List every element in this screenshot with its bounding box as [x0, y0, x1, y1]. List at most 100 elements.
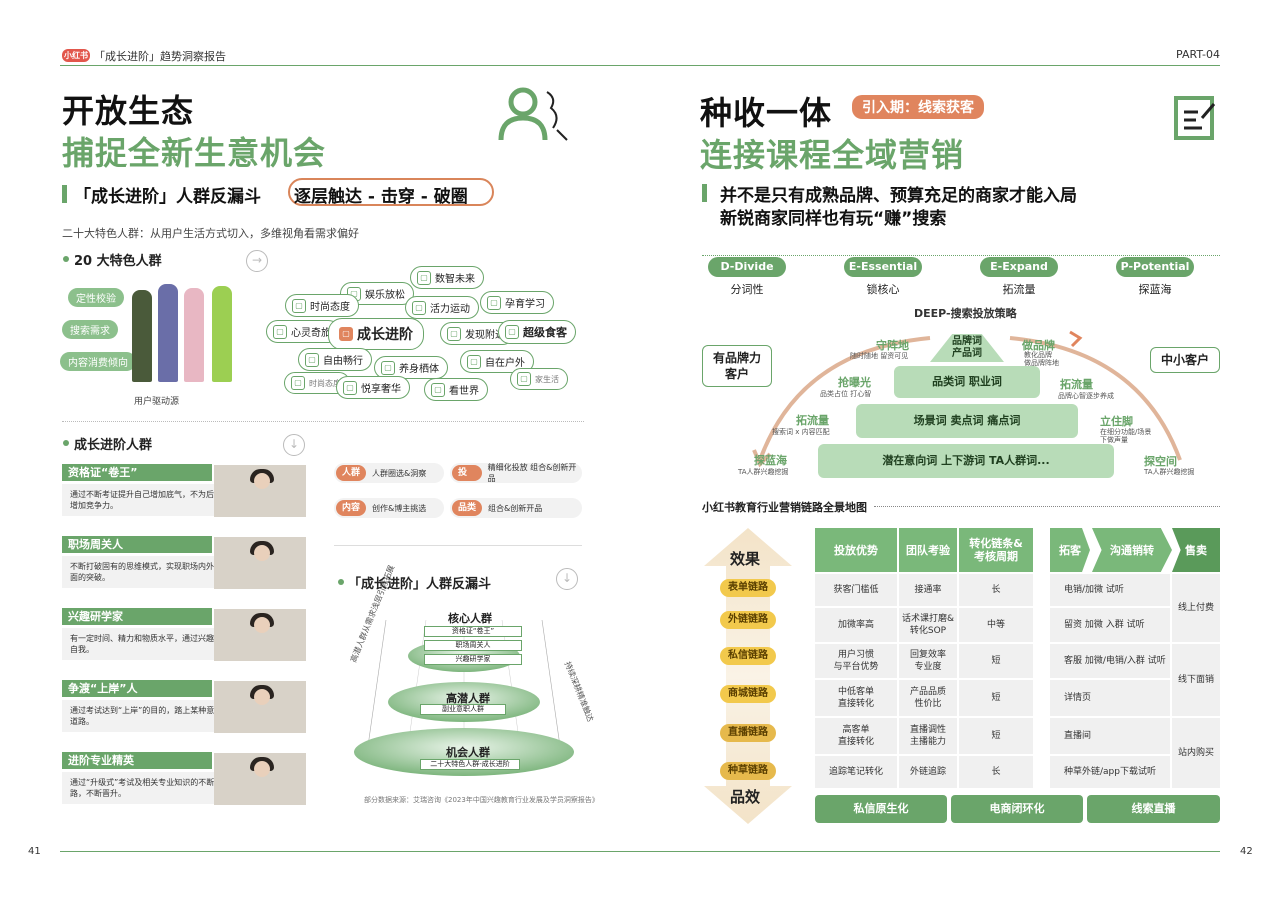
deep-e1-desc: 锁核心: [866, 283, 900, 296]
left-desc: 二十大特色人群：从用户生活方式切入，多维视角看需求偏好: [62, 227, 359, 240]
chip-icon: ▢: [339, 327, 353, 341]
left-title-2: 捕捉全新生意机会: [62, 134, 327, 172]
chip: ▢自在户外: [460, 350, 534, 373]
table-cell: 话术课打磨& 转化SOP: [899, 608, 957, 642]
map-title: 小红书教育行业营销链路全景地图: [702, 501, 867, 514]
arc-sub: TA人群兴趣挖掘: [738, 468, 789, 476]
footer-divider: [60, 851, 1220, 852]
right-title-2: 连接课程全域营销: [700, 136, 965, 174]
effect-arrow: [704, 528, 792, 824]
chip: ▢家生活: [510, 368, 568, 390]
bullet: [63, 440, 69, 446]
persona-photo: [214, 537, 306, 589]
arc-sub: 教化品牌 做品牌阵地: [1024, 351, 1059, 367]
chip-icon: ▢: [412, 300, 426, 315]
arc-sub: 随时随地 留资可见: [850, 352, 909, 360]
table-cell: 获客门槛低: [815, 574, 897, 606]
section-20-groups: 20 大特色人群: [74, 254, 162, 269]
tag-row: 人群人群圈选&洞察: [334, 463, 444, 483]
table-cell: 长: [959, 756, 1033, 788]
pill-search: 搜索需求: [62, 320, 118, 339]
funnel-core-item: 职场周关人: [424, 640, 522, 651]
funnel-core-item: 资格证“卷王”: [424, 626, 522, 637]
chip: ▢时尚态度: [285, 294, 359, 317]
bottom-pill: 私信原生化: [815, 795, 947, 823]
report-title: 「成长进阶」趋势洞察报告: [94, 50, 226, 63]
card-title: 资格证“卷王”: [62, 464, 212, 481]
part-label: PART-04: [1176, 48, 1220, 61]
link-pill: 种草链路: [720, 762, 776, 780]
link-pill: 私信链路: [720, 647, 776, 665]
table-cell: 中低客单 直接转化: [815, 680, 897, 716]
left-subtitle-a: 「成长进阶」人群反漏斗: [74, 187, 261, 207]
dotted-divider: [62, 421, 584, 422]
funnel-core: 核心人群: [448, 612, 492, 625]
chip-icon: ▢: [517, 372, 531, 386]
funnel-opportunity-item: 二十大特色人群-成长进阶: [420, 759, 520, 770]
box-brand-client: 有品牌力 客户: [702, 345, 772, 387]
arc-sub: 品牌心智逐步养成: [1058, 392, 1114, 400]
deep-e2-desc: 拓流量: [1002, 283, 1036, 296]
table-cell: 短: [959, 680, 1033, 716]
table-cell: 直播调性 主播能力: [899, 718, 957, 754]
flow-header: 沟通销转: [1092, 528, 1172, 572]
chip-icon: ▢: [343, 380, 357, 395]
left-title-1: 开放生态: [62, 92, 195, 130]
page-number-left: 41: [28, 846, 41, 857]
table-cell: 短: [959, 718, 1033, 754]
deep-d-desc: 分词性: [730, 283, 764, 296]
link-pill: 商城链路: [720, 685, 776, 703]
arc-sub: TA人群兴趣挖掘: [1144, 468, 1195, 476]
subtitle-bar: [702, 184, 707, 202]
chip-icon: ▢: [505, 325, 519, 339]
table-cell: 中等: [959, 608, 1033, 642]
bottom-pill: 线索直播: [1087, 795, 1220, 823]
card-title: 争渡“上岸”人: [62, 680, 212, 697]
sell-cell: 线下面销: [1172, 644, 1220, 716]
persona-photo: [214, 681, 306, 733]
chip: ▢看世界: [424, 378, 488, 401]
card-title: 兴趣研学家: [62, 608, 212, 625]
chip-icon: ▢: [305, 352, 319, 367]
deep-e1: E-Essential: [844, 257, 922, 277]
funnel-opportunity: 机会人群: [446, 746, 490, 759]
deep-p-desc: 探蓝海: [1138, 283, 1172, 296]
chip-icon: ▢: [431, 382, 445, 397]
flow-cell: 详情页: [1050, 680, 1170, 716]
left-subtitle-b: 逐层触达 - 击穿 - 破圈: [294, 187, 468, 207]
deep-d: D-Divide: [708, 257, 786, 277]
flow-header: 售卖: [1172, 528, 1220, 572]
section-growth-groups: 成长进阶人群: [74, 438, 153, 453]
flow-header: 拓客: [1050, 528, 1090, 572]
right-sub-1: 并不是只有成熟品牌、预算充足的商家才能入局: [720, 186, 1077, 206]
table-cell: 外链追踪: [899, 756, 957, 788]
table-cell: 接通率: [899, 574, 957, 606]
chip: ▢孕育学习: [480, 291, 554, 314]
arc-sub: 品类占位 打心智: [820, 390, 872, 398]
pyramid-level-4: 潜在意向词 上下游词 TA人群词...: [818, 444, 1114, 478]
tag-row: 内容创作&博主挑选: [334, 498, 444, 518]
chip: ▢活力运动: [405, 296, 479, 319]
persona-photo: [214, 609, 306, 661]
tag-row: 投放精细化投放 组合&创新开品: [450, 463, 582, 494]
flow-cell: 留资 加微 入群 试听: [1050, 608, 1170, 642]
sell-cell: 线上付费: [1172, 574, 1220, 642]
page-number-right: 42: [1240, 846, 1253, 857]
deep-p: P-Potential: [1116, 257, 1194, 277]
people-photo: [128, 280, 248, 388]
arrow-down-icon: ↓: [283, 434, 305, 456]
arc-graphic: [740, 330, 1200, 480]
map-dotted-line: [874, 506, 1220, 507]
persona-photo: [214, 465, 306, 517]
note-icon: [1172, 94, 1220, 146]
funnel-potential: 高潜人群: [446, 692, 490, 705]
card-title: 职场周关人: [62, 536, 212, 553]
pill-qualitative: 定性校验: [68, 288, 124, 307]
table-header: 投放优势: [815, 528, 897, 572]
deep-e2: E-Expand: [980, 257, 1058, 277]
effect-top: 效果: [730, 550, 761, 568]
persona-photo: [214, 753, 306, 805]
effect-bottom: 品效: [730, 788, 761, 806]
flow-cell: 电销/加微 试听: [1050, 574, 1170, 606]
table-header: 转化链条& 考核周期: [959, 528, 1033, 572]
